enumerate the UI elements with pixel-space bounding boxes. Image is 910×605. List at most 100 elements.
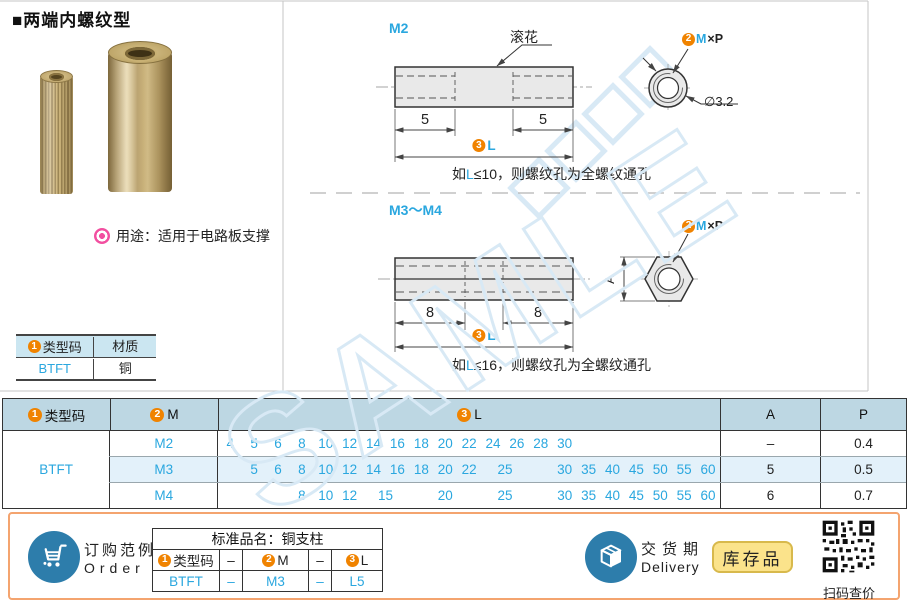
order-thread-value: M3 (242, 571, 308, 591)
standard-product-name: 标准品名：铜支柱 (153, 529, 382, 550)
length-value[interactable]: 20 (437, 462, 453, 477)
length-value[interactable]: 26 (509, 436, 525, 451)
header-pitch: P (820, 399, 906, 430)
badge-3-icon: 3 (457, 407, 472, 422)
thread-callout-leader (672, 48, 689, 74)
length-value[interactable]: 12 (342, 488, 358, 503)
badge-1-icon: 1 (158, 553, 172, 567)
note-length-symbol: L (466, 357, 474, 373)
thread-size-cell[interactable]: M3 (109, 457, 217, 482)
m3m4-thread-depth-dim-left: 8 (425, 305, 435, 321)
length-value[interactable]: 6 (274, 462, 282, 477)
length-options-cell: 5 6 8 10 12 14 16 18 20 22 25 30 35 40 45 50 55 60 (217, 457, 720, 482)
across-flats-cell: 5 (720, 457, 820, 482)
length-value[interactable]: 28 (533, 436, 549, 451)
type-code-value[interactable]: BTFT (38, 361, 71, 376)
length-value[interactable]: 22 (461, 462, 477, 477)
length-value[interactable]: 12 (342, 436, 358, 451)
length-symbol: L (487, 328, 496, 343)
delivery-sub: Delivery (641, 559, 700, 575)
spec-table-header: 1 类型码 2 M 3 L A P (3, 399, 906, 431)
m2-side-view (376, 44, 592, 162)
length-value[interactable]: 10 (318, 462, 334, 477)
length-value[interactable]: 55 (676, 462, 692, 477)
length-value[interactable]: 16 (389, 462, 405, 477)
material-value: 铜 (93, 358, 156, 379)
length-value[interactable]: 35 (581, 462, 597, 477)
order-col-type-code: 1 类型码 (153, 550, 219, 570)
length-value[interactable]: 20 (437, 436, 453, 451)
length-value[interactable]: 5 (250, 462, 258, 477)
length-value[interactable]: 8 (298, 488, 306, 503)
order-label-row: 1 类型码 – 2 M – 3 L (153, 550, 382, 570)
page-title: ■两端内螺纹型 (12, 11, 132, 30)
length-options-cell: 8 10 12 15 20 25 30 35 40 45 50 55 60 (217, 483, 720, 508)
length-value[interactable]: 50 (652, 488, 668, 503)
length-value[interactable]: 25 (497, 462, 513, 477)
m3m4-length-callout: 3 L (472, 328, 496, 343)
length-value[interactable]: 6 (274, 436, 282, 451)
type-material-table: 1 类型码 材质 BTFT 铜 (16, 334, 156, 381)
package-box-icon (600, 544, 622, 568)
badge-2-icon: 2 (682, 32, 695, 46)
length-value[interactable]: 10 (318, 436, 334, 451)
thread-size-cell[interactable]: M2 (109, 431, 217, 456)
shopping-cart-icon (43, 544, 67, 567)
length-value[interactable]: 8 (298, 436, 306, 451)
length-options-cell: 4 5 6 8 10 12 14 16 18 20 22 24 26 28 30 (217, 431, 720, 456)
length-value[interactable]: 45 (628, 488, 644, 503)
length-value[interactable]: 12 (342, 462, 358, 477)
length-value[interactable]: 40 (604, 462, 620, 477)
length-value[interactable]: 8 (298, 462, 306, 477)
length-value[interactable]: 22 (461, 436, 477, 451)
thread-size-cell[interactable]: M4 (109, 483, 217, 508)
length-value[interactable]: 30 (557, 436, 573, 451)
length-value[interactable]: 60 (700, 462, 716, 477)
length-value[interactable]: 18 (413, 436, 429, 451)
across-flats-cell: – (720, 431, 820, 456)
m3m4-thread-callout: 2 M ×P (682, 219, 723, 233)
order-col-dash: – (308, 550, 331, 570)
length-value[interactable]: 18 (413, 462, 429, 477)
thread-size-symbol: M (696, 219, 707, 233)
note-text: 如 (452, 166, 466, 182)
header-type-code: 1 类型码 (3, 399, 110, 430)
length-value[interactable]: 24 (485, 436, 501, 451)
thread-pitch-symbol: ×P (707, 219, 724, 233)
length-value[interactable]: 30 (557, 488, 573, 503)
order-col-dash: – (219, 550, 242, 570)
note-text: 如 (452, 357, 466, 373)
length-value[interactable]: 35 (581, 488, 597, 503)
length-value[interactable]: 40 (604, 488, 620, 503)
length-value[interactable]: 50 (652, 462, 668, 477)
header-thread-size: 2 M (110, 399, 218, 430)
type-code-cell[interactable]: BTFT (3, 431, 110, 508)
cart-icon-circle (28, 531, 80, 583)
length-value[interactable]: 55 (676, 488, 692, 503)
qr-code[interactable] (821, 519, 876, 579)
product-photo-hex-standoff (108, 41, 172, 192)
badge-3-icon: 3 (345, 553, 359, 567)
length-value[interactable]: 30 (557, 462, 573, 477)
length-value[interactable]: 25 (497, 488, 513, 503)
length-value[interactable]: 60 (700, 488, 716, 503)
length-value[interactable]: 45 (628, 462, 644, 477)
length-value[interactable]: 20 (437, 488, 453, 503)
length-value[interactable]: 15 (377, 488, 394, 503)
length-value[interactable]: 14 (366, 462, 382, 477)
length-value[interactable]: 4 (226, 436, 234, 451)
note-text: ≤16，则螺纹孔为全螺纹通孔 (473, 357, 652, 373)
length-value[interactable]: 14 (366, 436, 382, 451)
badge-1-icon: 1 (27, 340, 41, 353)
m2-end-view (642, 48, 738, 112)
length-value[interactable]: 5 (250, 436, 258, 451)
badge-2-icon: 2 (150, 407, 165, 422)
length-value[interactable]: 10 (318, 488, 334, 503)
product-photo-round-standoff (40, 70, 73, 194)
length-value[interactable]: 16 (389, 436, 405, 451)
